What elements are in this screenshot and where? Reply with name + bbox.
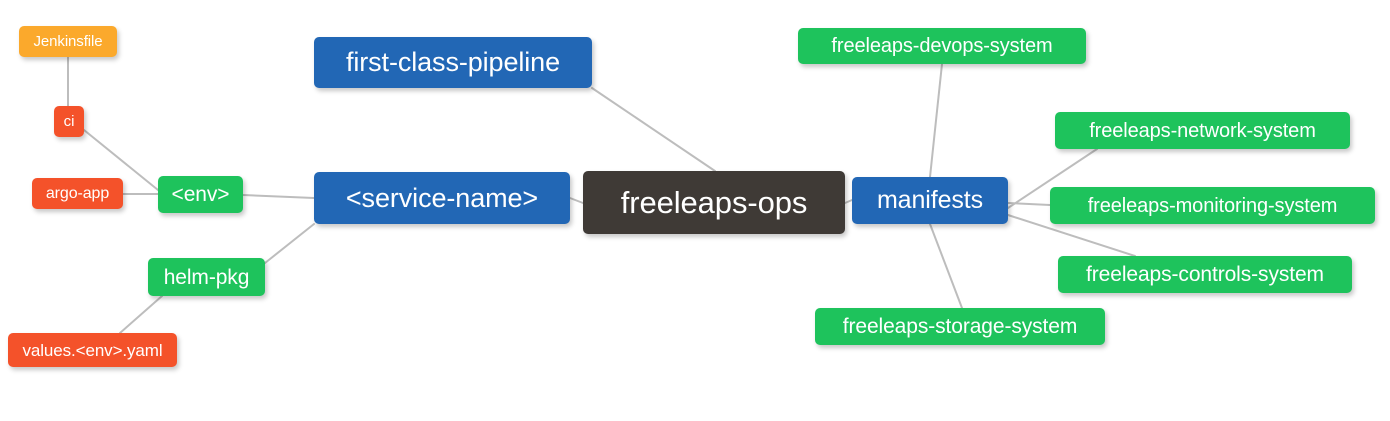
node-label-first-class-pipeline: first-class-pipeline <box>345 47 561 77</box>
node-label-argo-app: argo-app <box>45 184 110 202</box>
edge-manifests-to-freeleaps-monitoring-system <box>1007 202 1051 206</box>
node-freeleaps-network-system[interactable]: freeleaps-network-system <box>1055 112 1350 149</box>
edge-service-name-to-env <box>242 194 315 199</box>
edge-manifests-to-freeleaps-storage-system <box>929 223 963 309</box>
edge-freeleaps-ops-to-first-class-pipeline <box>591 87 716 172</box>
node-argo-app[interactable]: argo-app <box>32 178 123 209</box>
node-label-freeleaps-storage-system: freeleaps-storage-system <box>842 315 1078 338</box>
node-env[interactable]: <env> <box>158 176 243 213</box>
node-label-helm-pkg: helm-pkg <box>163 265 250 289</box>
node-ci[interactable]: ci <box>54 106 84 137</box>
node-freeleaps-devops-system[interactable]: freeleaps-devops-system <box>798 28 1086 64</box>
node-freeleaps-storage-system[interactable]: freeleaps-storage-system <box>815 308 1105 345</box>
node-label-freeleaps-monitoring-system: freeleaps-monitoring-system <box>1087 194 1338 217</box>
node-label-manifests: manifests <box>876 186 984 214</box>
node-helm-pkg[interactable]: helm-pkg <box>148 258 265 296</box>
node-label-env: <env> <box>171 183 230 206</box>
edge-helm-pkg-to-values-env-yaml <box>119 295 163 334</box>
node-label-service-name: <service-name> <box>345 182 539 213</box>
node-freeleaps-monitoring-system[interactable]: freeleaps-monitoring-system <box>1050 187 1375 224</box>
edge-manifests-to-freeleaps-devops-system <box>929 63 943 178</box>
node-label-freeleaps-controls-system: freeleaps-controls-system <box>1086 263 1324 286</box>
edge-freeleaps-ops-to-manifests <box>844 199 853 204</box>
node-freeleaps-controls-system[interactable]: freeleaps-controls-system <box>1058 256 1352 293</box>
node-label-jenkinsfile: Jenkinsfile <box>33 33 103 50</box>
node-first-class-pipeline[interactable]: first-class-pipeline <box>314 37 592 88</box>
node-label-freeleaps-devops-system: freeleaps-devops-system <box>831 35 1053 57</box>
node-manifests[interactable]: manifests <box>852 177 1008 224</box>
edge-service-name-to-helm-pkg <box>264 223 315 264</box>
node-values-env-yaml[interactable]: values.<env>.yaml <box>8 333 177 367</box>
node-jenkinsfile[interactable]: Jenkinsfile <box>19 26 117 57</box>
node-label-freeleaps-network-system: freeleaps-network-system <box>1089 119 1316 142</box>
node-label-ci: ci <box>63 113 75 130</box>
node-label-freeleaps-ops: freeleaps-ops <box>620 185 808 220</box>
edge-freeleaps-ops-to-service-name <box>569 197 584 204</box>
node-label-values-env-yaml: values.<env>.yaml <box>22 340 163 360</box>
node-service-name[interactable]: <service-name> <box>314 172 570 224</box>
node-freeleaps-ops[interactable]: freeleaps-ops <box>583 171 845 234</box>
